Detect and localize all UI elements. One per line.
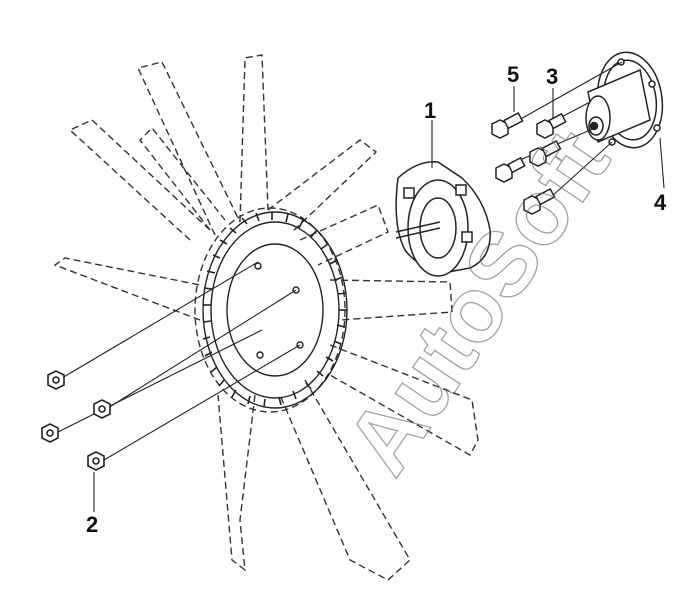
fan-blades [53, 54, 479, 581]
hex-nut [47, 370, 65, 390]
callout-1: 1 [424, 98, 436, 123]
callouts: 1 2 3 4 5 [86, 62, 667, 537]
bolt [523, 187, 556, 215]
fan-blade [68, 119, 211, 241]
bolt-part-3 [536, 112, 567, 139]
bolt-leader [107, 289, 297, 409]
fan-blade [279, 379, 411, 581]
fan-blade [239, 54, 269, 223]
callout-3: 3 [546, 64, 558, 89]
bolt-leader [549, 141, 613, 199]
callout-5: 5 [507, 62, 519, 87]
fan-blade [53, 257, 201, 321]
mounting-flange [585, 51, 664, 149]
fan-blade [267, 139, 378, 233]
hex-nut [87, 451, 105, 471]
bolts [491, 111, 567, 215]
bolt [529, 139, 562, 167]
hex-nuts [41, 370, 111, 471]
callout-4: 4 [654, 190, 667, 215]
hex-nut [93, 399, 111, 419]
bolt-leader [103, 344, 301, 461]
bolt-leader [509, 61, 623, 126]
callout-2: 2 [86, 512, 98, 537]
fan-blade [217, 394, 256, 572]
fan-blade [137, 61, 241, 236]
bolt-part-5 [491, 111, 524, 139]
fan-blade [329, 344, 479, 456]
fan-blade [139, 126, 226, 231]
callout-leader-4 [659, 137, 665, 189]
bolt [495, 156, 526, 183]
fan-clutch-hub [395, 161, 491, 277]
hex-nut [41, 423, 59, 443]
fan-blade [329, 279, 453, 321]
fan-gear-ring [202, 211, 348, 409]
bolt-leader [61, 261, 259, 379]
fan-blade [299, 204, 389, 266]
watermark-logo: AutoSoft [327, 113, 629, 492]
bolt-leader [55, 329, 263, 434]
